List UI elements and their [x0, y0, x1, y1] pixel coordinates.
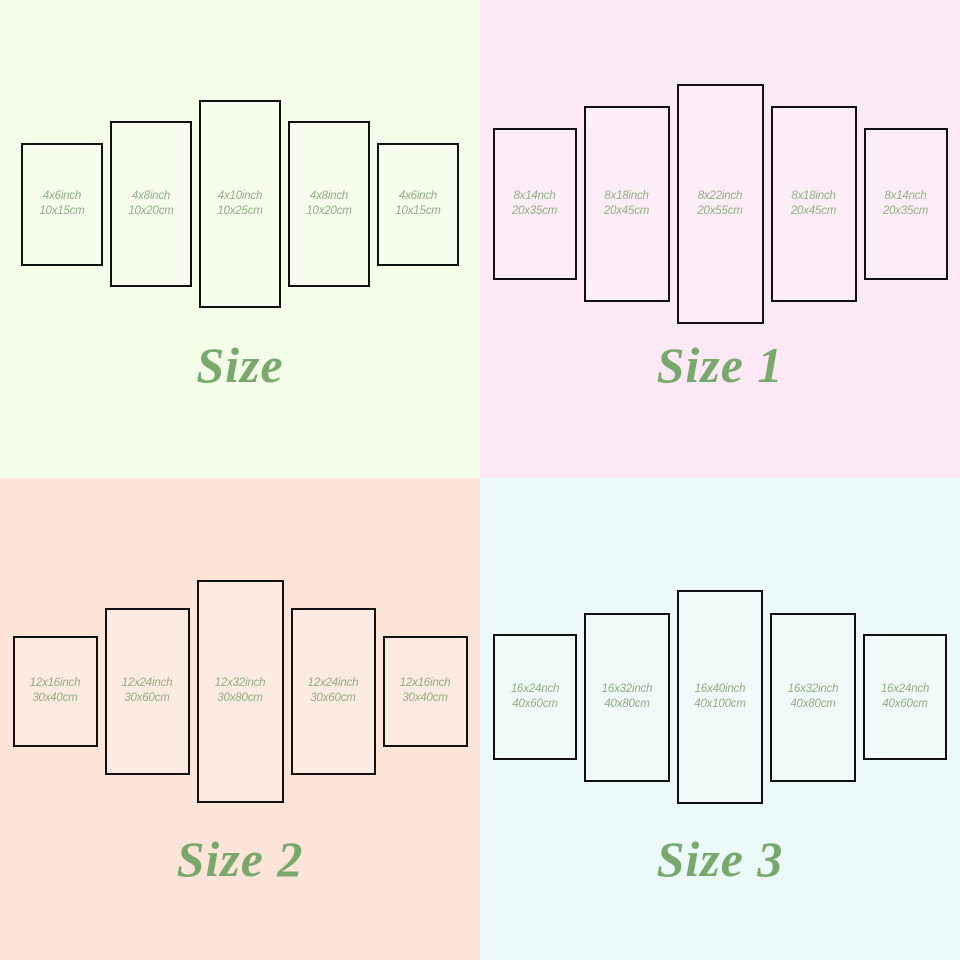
panel-group: 12x16inch 30x40cm 12x24inch 30x60cm 12x32inc…	[0, 571, 480, 811]
panel-size-cm: 20x35cm	[882, 205, 929, 217]
panel-size-cm: 40x80cm	[790, 698, 836, 710]
panel-size-inch: 4x8inch	[309, 190, 349, 202]
panel-size-inch: 16x32inch	[601, 683, 653, 695]
canvas-panel[interactable]: 8x22inch 20x55cm	[676, 84, 764, 324]
panel-size-inch: 16x40inch	[694, 683, 746, 695]
panel-size-inch: 4x8inch	[131, 190, 171, 202]
canvas-panel[interactable]: 8x14nch 20x35cm	[863, 128, 948, 280]
canvas-panel[interactable]: 12x24inch 30x60cm	[290, 607, 376, 775]
canvas-panel[interactable]: 16x24nch 40x60cm	[493, 634, 577, 760]
quadrant-size-3: 16x24nch 40x60cm 16x32inch 40x80cm 16x40inch…	[480, 478, 960, 960]
panel-size-inch: 8x18inch	[791, 190, 836, 202]
panel-size-cm: 30x40cm	[32, 692, 78, 704]
canvas-panel[interactable]: 8x14nch 20x35cm	[492, 128, 577, 280]
quadrant-size: 4x6inch 10x15cm 4x8inch 10x20cm 4x10inch 10x2…	[0, 0, 480, 478]
panel-size-cm: 20x45cm	[603, 205, 650, 217]
canvas-panel[interactable]: 16x24nch 40x60cm	[863, 634, 947, 760]
panel-size-cm: 20x55cm	[697, 205, 743, 217]
quadrant-title: Size 2	[176, 831, 304, 887]
panel-size-inch: 8x14nch	[884, 190, 927, 202]
panel-size-inch: 12x16inch	[29, 677, 81, 689]
quadrant-size-1: 8x14nch 20x35cm 8x18inch 20x45cm 8x22inch 20x…	[480, 0, 960, 478]
panel-size-inch: 4x6inch	[398, 190, 438, 202]
panel-size-cm: 10x20cm	[128, 205, 174, 217]
panel-size-inch: 12x32inch	[214, 677, 266, 689]
panel-size-cm: 30x60cm	[310, 692, 356, 704]
panel-size-cm: 20x35cm	[511, 205, 558, 217]
panel-size-inch: 8x18inch	[604, 190, 649, 202]
canvas-panel[interactable]: 4x6inch 10x15cm	[377, 142, 459, 266]
panel-size-cm: 30x80cm	[217, 692, 263, 704]
panel-size-inch: 4x10inch	[217, 190, 263, 202]
panel-size-cm: 40x100cm	[694, 698, 746, 710]
canvas-panel[interactable]: 4x10inch 10x25cm	[199, 100, 281, 308]
canvas-panel[interactable]: 12x16inch 30x40cm	[12, 635, 98, 747]
canvas-panel[interactable]: 12x24inch 30x60cm	[104, 607, 190, 775]
quadrant-title: Size	[196, 337, 284, 393]
panel-size-cm: 10x25cm	[217, 205, 263, 217]
panel-group: 4x6inch 10x15cm 4x8inch 10x20cm 4x10inch 10x2…	[0, 100, 480, 308]
panel-size-cm: 40x80cm	[604, 698, 650, 710]
canvas-panel[interactable]: 4x8inch 10x20cm	[110, 121, 192, 287]
panel-size-cm: 10x15cm	[395, 205, 441, 217]
canvas-panel[interactable]: 8x18inch 20x45cm	[770, 106, 857, 302]
canvas-panel[interactable]: 16x32inch 40x80cm	[770, 612, 856, 782]
panel-size-inch: 8x22inch	[697, 190, 743, 202]
quadrant-title: Size 1	[656, 337, 784, 393]
panel-size-inch: 12x24inch	[307, 677, 359, 689]
canvas-panel[interactable]: 8x18inch 20x45cm	[583, 106, 670, 302]
panel-size-inch: 12x16inch	[399, 677, 451, 689]
canvas-panel[interactable]: 12x32inch 30x80cm	[196, 579, 284, 803]
panel-size-inch: 4x6inch	[42, 190, 82, 202]
panel-size-cm: 10x15cm	[39, 205, 85, 217]
panel-size-inch: 16x24nch	[880, 683, 930, 695]
canvas-panel[interactable]: 16x32inch 40x80cm	[584, 612, 670, 782]
panel-size-inch: 12x24inch	[121, 677, 173, 689]
canvas-panel[interactable]: 16x40inch 40x100cm	[677, 590, 763, 804]
panel-size-inch: 16x24nch	[510, 683, 560, 695]
panel-size-cm: 30x60cm	[124, 692, 170, 704]
panel-group: 8x14nch 20x35cm 8x18inch 20x45cm 8x22inch 20x…	[480, 84, 960, 324]
panel-size-cm: 10x20cm	[306, 205, 352, 217]
panel-size-cm: 40x60cm	[882, 698, 928, 710]
panel-size-cm: 30x40cm	[402, 692, 448, 704]
quadrant-size-2: 12x16inch 30x40cm 12x24inch 30x60cm 12x32inc…	[0, 478, 480, 960]
panel-size-inch: 8x14nch	[513, 190, 556, 202]
canvas-panel[interactable]: 4x6inch 10x15cm	[21, 142, 103, 266]
quadrant-title: Size 3	[656, 831, 784, 887]
panel-size-inch: 16x32inch	[787, 683, 839, 695]
panel-group: 16x24nch 40x60cm 16x32inch 40x80cm 16x40inch…	[480, 581, 960, 813]
canvas-panel[interactable]: 12x16inch 30x40cm	[382, 635, 468, 747]
canvas-panel[interactable]: 4x8inch 10x20cm	[288, 121, 370, 287]
panel-size-cm: 20x45cm	[790, 205, 837, 217]
panel-size-cm: 40x60cm	[512, 698, 558, 710]
